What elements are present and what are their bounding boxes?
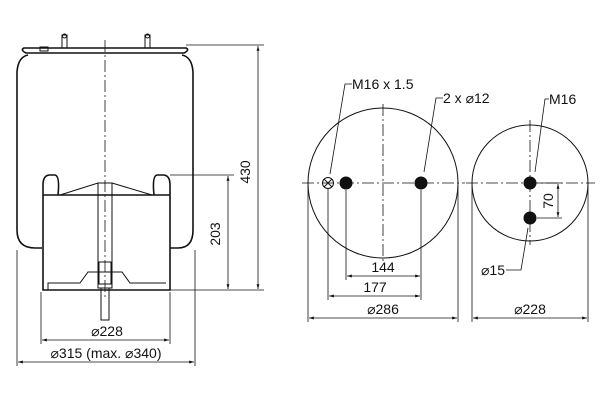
top-plate-view: M16 x 1.5 2 x ⌀12 144 177 ⌀286	[302, 76, 490, 322]
piston-bottom-diameter-label: ⌀228	[514, 301, 546, 317]
air-inlet-thread-label: M16 x 1.5	[352, 76, 414, 92]
spacing-177-label: 177	[363, 279, 387, 295]
offset-70-label: 70	[540, 193, 556, 209]
side-view: 430 203 ⌀228 ⌀315 (max. ⌀340)	[16, 33, 264, 366]
bellows-diameter-label: ⌀315 (max. ⌀340)	[50, 345, 161, 361]
top-plate	[21, 47, 189, 54]
mounting-holes-label: 2 x ⌀12	[443, 90, 490, 106]
plate-diameter-label: ⌀286	[367, 301, 399, 317]
bellows	[16, 54, 194, 249]
spacing-144-label: 144	[371, 259, 395, 275]
mounting-studs	[39, 33, 151, 52]
piston-diameter-label: ⌀228	[91, 323, 123, 339]
thread-hole	[523, 176, 537, 190]
bolt-hole	[523, 211, 537, 225]
height-430-label: 430	[237, 160, 253, 184]
bottom-piston-view: M16 70 ⌀15 ⌀228	[466, 91, 595, 322]
hole-diameter-label: ⌀15	[481, 262, 505, 278]
height-203-label: 203	[207, 222, 223, 246]
mounting-hole	[339, 176, 353, 190]
mounting-hole	[414, 176, 428, 190]
air-inlet-icon	[322, 177, 334, 189]
thread-label: M16	[549, 91, 576, 107]
piston	[42, 174, 171, 291]
